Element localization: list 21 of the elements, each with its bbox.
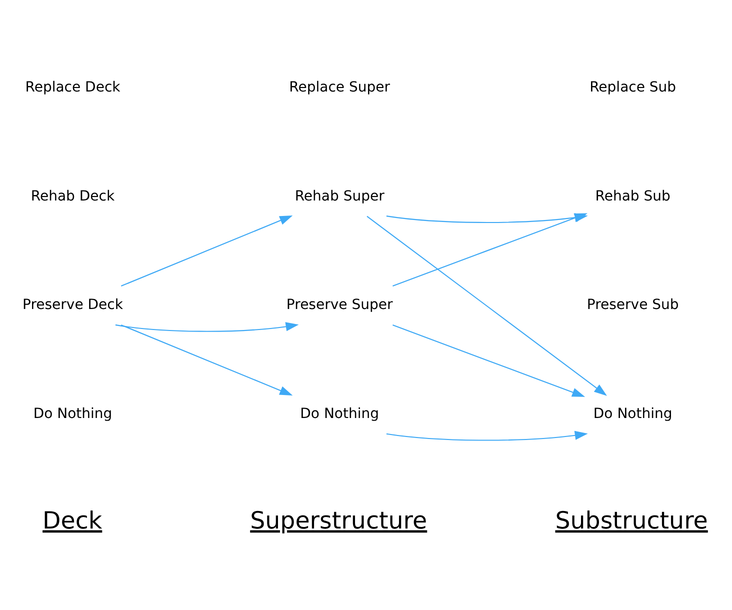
arrow (120, 324, 293, 396)
node-text: Do Nothing (33, 406, 112, 422)
arrow (115, 322, 299, 332)
label: Substructure (555, 506, 708, 534)
arrow (366, 215, 607, 396)
node-text: Replace Sub (590, 78, 676, 95)
arrow (392, 324, 586, 396)
node-text: Rehab Deck (30, 188, 115, 204)
node-text: Do Nothing (300, 406, 380, 422)
node-text: Replace Super (289, 78, 390, 95)
arrow (120, 214, 293, 286)
label: Superstructure (250, 506, 428, 534)
node-text: Rehab Sub (595, 188, 670, 204)
arrow (386, 430, 588, 440)
node-text: Preserve Super (286, 296, 393, 313)
node-text: Replace Deck (25, 78, 120, 95)
node-text: Do Nothing (593, 406, 672, 422)
node-text: Preserve Sub (586, 296, 679, 313)
node-text: Preserve Deck (22, 296, 123, 313)
label: Deck (42, 506, 102, 534)
node-text: Rehab Super (294, 188, 384, 204)
